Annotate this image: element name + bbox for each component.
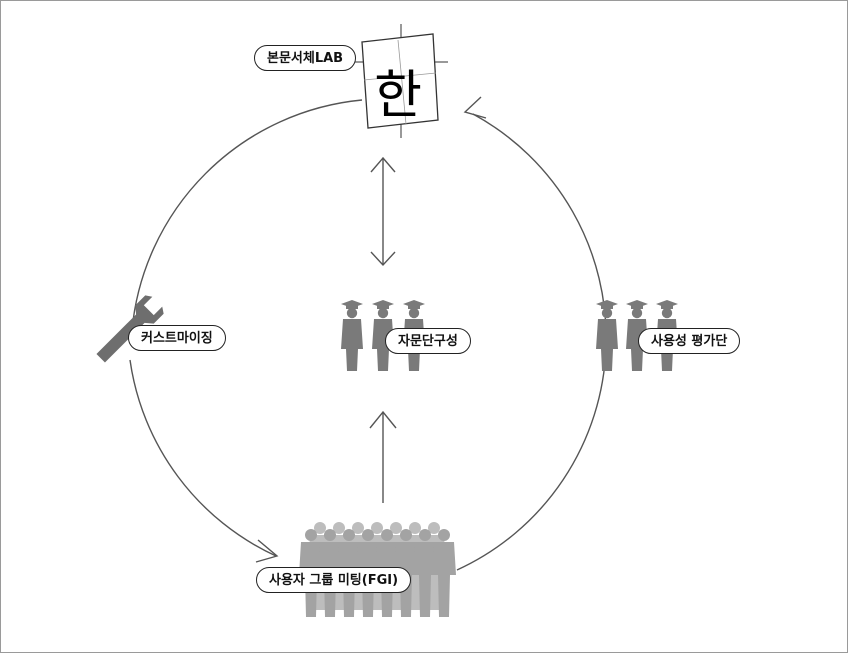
- double-arrow-head-bottom: [370, 251, 396, 267]
- customizing-label: 커스트마이징: [128, 325, 226, 351]
- fgi-label: 사용자 그룹 미팅(FGI): [256, 567, 412, 593]
- lab-label: 본문서체LAB: [254, 45, 357, 71]
- typeface-card: 한: [352, 24, 448, 138]
- double-arrow-head-top: [370, 156, 396, 173]
- up-arrow-head: [369, 410, 397, 429]
- cycle-arc-left: [131, 99, 363, 331]
- arrowhead-top-right: [463, 96, 487, 119]
- hangul-glyph: 한: [374, 66, 422, 126]
- advisory-label: 자문단구성: [385, 328, 471, 354]
- arrowhead-bottom-left: [255, 539, 279, 563]
- usability-label: 사용성 평가단: [638, 328, 741, 354]
- cycle-arc-bottom-left: [129, 359, 277, 557]
- cycle-arc-right: [456, 113, 607, 571]
